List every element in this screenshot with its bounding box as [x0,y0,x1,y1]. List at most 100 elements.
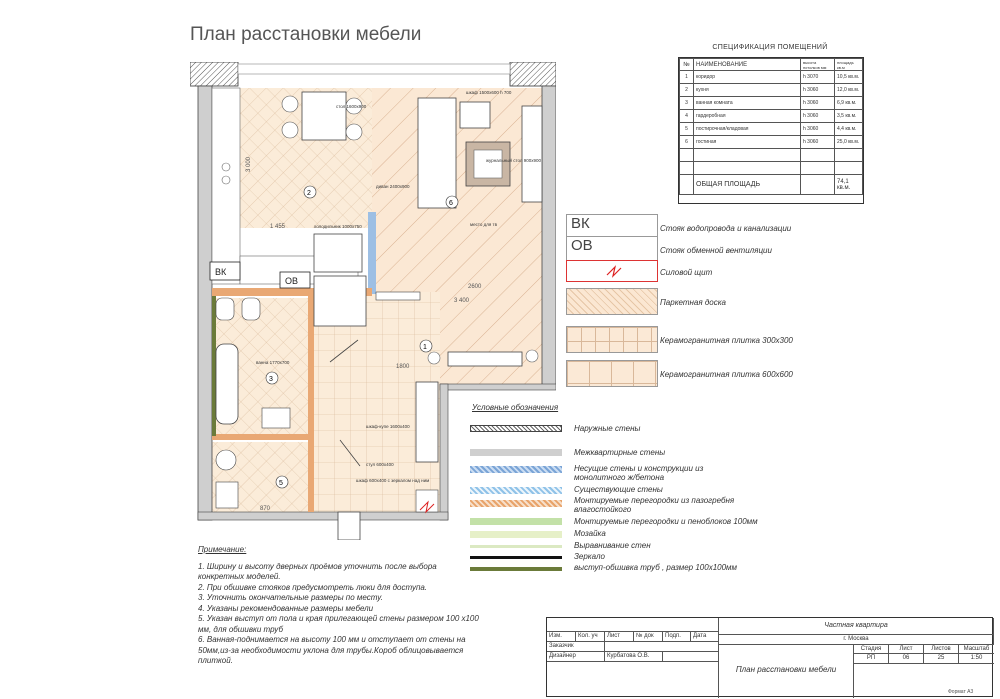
riser-bk-label: ВК [215,267,227,277]
legend-sym-level [470,545,562,548]
stamp-izm: Изм. [547,632,576,642]
legend-sym-mirror [470,556,562,559]
chair [281,121,299,139]
tv-unit [447,351,523,367]
legend-sym-bearing [470,466,562,473]
legend-ob-label: Стояк обменной вентиляции [660,246,772,255]
chair [281,95,299,113]
stamp-stage-h: Стадия [854,645,889,654]
dim-3000: 3 000 [246,156,252,172]
stamp-designer-name: Курбатова О.В. [605,652,663,662]
stamp-sheet-title: План расстановки мебели [719,645,854,698]
room-marker-3 [265,371,279,385]
note-line: 5. Указан выступ от пола и края прилегаю… [198,614,479,634]
legend-sym-gypsum [470,500,562,507]
stamp-kol: Кол. уч [576,632,605,642]
svg-text:1: 1 [423,344,427,351]
legend-ob-box: ОВ [566,236,658,263]
legend-item: выступ-обшивка труб , размер 100х100мм [574,563,738,572]
shoe-cabinet [375,291,421,301]
stamp-sheets-h: Листов [924,645,959,654]
stamp-sheets: 25 [924,654,959,664]
legend-sym-exist [470,487,562,494]
spec-col-height: высота потолков мм [800,58,835,71]
window-top [237,63,511,75]
note-line: 6. Ванная-поднимается на высоту 100 мм и… [198,635,466,665]
power-panel [419,500,435,514]
legend-sym-mosaic [470,531,562,538]
stamp-designer: Дизайнер [547,652,605,662]
label-coffee: журнальный стол 900х900 [486,157,542,163]
plant [525,349,539,363]
stove-burner [221,162,231,172]
spec-table: № НАИМЕНОВАНИЕ высота потолков мм площад… [678,57,864,204]
riser-ob [279,271,311,289]
format-label: Формат А3 [948,689,974,695]
legend-sym-block [470,518,562,525]
room-marker-1 [419,339,433,353]
wardrobe-block [313,275,367,327]
stamp-sheet: 06 [889,654,924,664]
stamp-list: Лист [605,632,634,642]
hall-cabinet [415,489,439,513]
svg-text:6: 6 [449,200,453,207]
label-wardrobe: шкаф 1500х600 h 700 [466,90,512,95]
note-line: 2. При обшивке стояков предусмотреть люк… [198,582,428,592]
washer [215,449,237,471]
door-swing [329,339,359,363]
entrance-door [337,511,361,540]
pipe-shaft [212,296,216,436]
riser-ob-label: ОВ [285,276,298,286]
dining-table [301,91,347,141]
stamp-ndok: № док [634,632,663,642]
label-cab: шкаф 600х400 с зеркалом над ним [356,478,429,483]
closet [415,381,439,463]
legend-tile600-box [566,360,658,387]
outer-wall-top-left [190,62,239,87]
label-fridge: холодильник 1000х750 [314,224,362,229]
svg-text:2: 2 [307,190,311,197]
stamp-stage: РП [854,654,889,664]
spec-col-area: площадь кв.м [834,58,863,71]
legend-heading: Условные обозначения [472,403,559,412]
toilet [241,297,261,321]
fridge [313,233,363,273]
wall-kitchen-bath [212,288,372,296]
wall-bath-corridor [308,296,314,512]
bidet [215,297,235,321]
power-panel-icon [606,265,622,278]
sofa [417,97,457,209]
armchair [459,101,491,129]
legend-item: Монтируемые перегородки и пеноблоков 100… [574,517,758,526]
spec-caption: СПЕЦИФИКАЦИЯ ПОМЕЩЕНИЙ [712,44,828,51]
svg-text:3: 3 [269,376,273,383]
table-row [679,161,863,175]
room-marker-2 [303,185,317,199]
room-marker-6 [445,195,459,209]
legend-bk-label: Стояк водопровода и канализации [660,224,792,233]
label-tub: ванна 1770х700 [256,360,290,365]
room-marker-5 [275,475,289,489]
wall-corridor-right [439,383,449,521]
legend-parquet-box [566,288,658,315]
stamp-city: г. Москва [719,635,994,645]
wall-bath-laundry [212,434,312,440]
table-row [679,148,863,162]
legend-sym-inter [470,449,562,456]
legend-power-box [566,260,658,282]
notes: Примечание: 1. Ширину и высоту дверных п… [198,545,483,667]
legend-sym-pipe [470,567,562,571]
dim-1800: 1800 [396,364,410,370]
dim-2600: 2600 [468,284,482,290]
spec-total-row: ОБЩАЯ ПЛОЩАДЬ 74,1 кв.м. [679,174,863,195]
kitchen-counter [211,87,241,285]
spec-header-row: № НАИМЕНОВАНИЕ высота потолков мм площад… [679,58,863,71]
label-tv: место для тв [470,222,498,227]
title-block: Изм. Кол. уч Лист № док Подп. Дата Частн… [546,617,994,698]
floor-plan: ВК ОВ 1 2 3 5 6 3 000 1 455 3 400 2600 1… [190,62,556,540]
stamp-podp: Подп. [663,632,691,642]
